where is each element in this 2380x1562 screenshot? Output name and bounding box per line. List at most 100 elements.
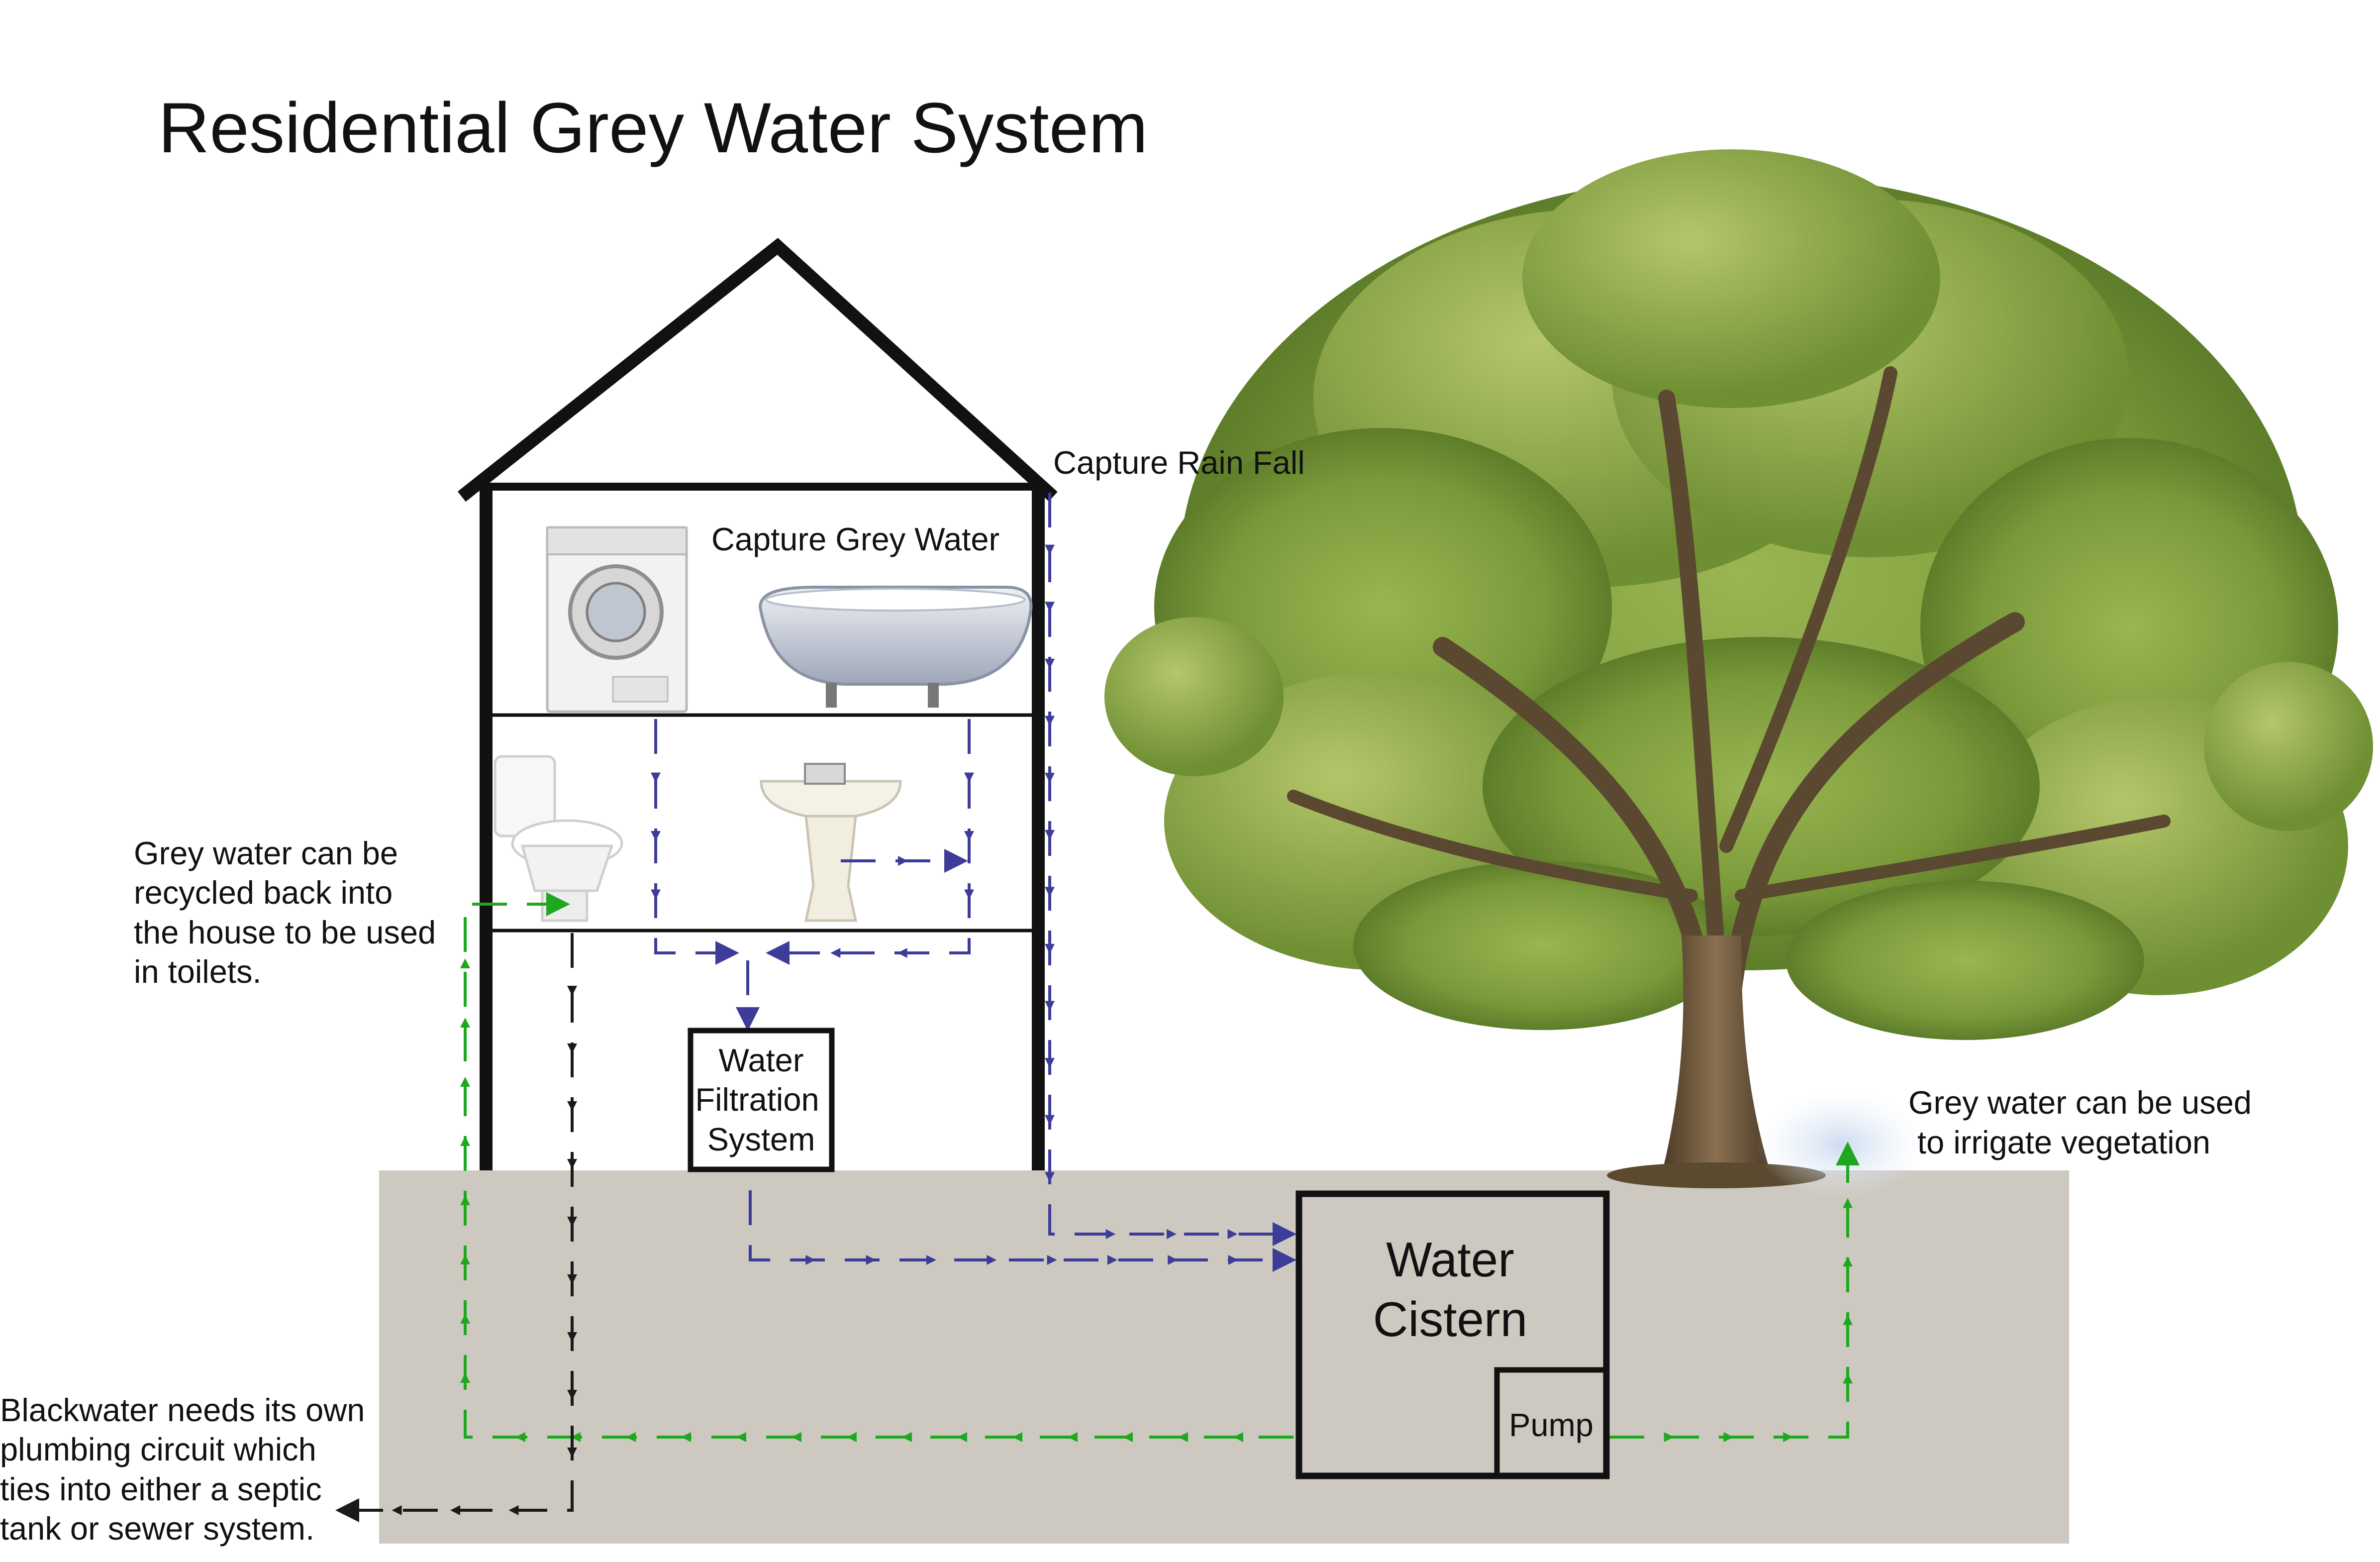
recycle-note-line3: the house to be used — [134, 914, 436, 950]
rain-downspout-flow-arrowhead — [1045, 1172, 1055, 1182]
pump-to-irrigation-flow — [1609, 1142, 1860, 1439]
upper-right-drain-flow-arrowhead — [830, 948, 841, 958]
filtration-to-cistern-flow-arrowhead — [866, 1255, 876, 1265]
recycle-note-line1: Grey water can be — [134, 835, 398, 871]
toilet-sewer-flow-arrowhead — [567, 1217, 577, 1227]
rain-downspout-flow-arrowhead — [1045, 544, 1055, 555]
rain-downspout-flow-arrowhead — [1045, 943, 1055, 954]
capture-grey-label: Capture Grey Water — [711, 521, 999, 557]
toilet-sewer-flow-arrowhead — [508, 1505, 519, 1515]
tree-branches — [1287, 366, 2171, 1005]
upper-left-drain-flow — [654, 719, 739, 965]
filtration-to-cistern-flow-arrowhead — [1047, 1255, 1057, 1265]
cistern-to-toilet-flow-arrowhead — [792, 1432, 801, 1442]
upper-left-drain-flow-arrowhead — [651, 889, 661, 900]
rain-downspout-flow-arrowhead — [1045, 658, 1055, 669]
cistern-to-toilet-flow-arrowhead — [1233, 1432, 1243, 1442]
cistern-to-toilet-flow-arrowhead — [1068, 1432, 1078, 1442]
rain-downspout-flow-arrowhead — [1045, 716, 1055, 726]
ground — [379, 1170, 2069, 1544]
rain-downspout-flow-arrowhead — [1045, 1058, 1055, 1068]
pump-to-irrigation-flow-arrowhead — [1843, 1198, 1853, 1208]
toilet-sewer-flow-arrowhead — [567, 1332, 577, 1342]
recycle-note-line4: in toilets. — [134, 953, 262, 990]
cistern-to-toilet-flow-arrowhead — [626, 1432, 636, 1442]
rain-downspout-flow-arrowhead — [1045, 887, 1055, 897]
upper-right-drain-flow-arrowhead — [964, 831, 974, 841]
irrigation-spray — [1756, 1090, 1925, 1199]
cistern-to-toilet-flow-arrowhead — [460, 1077, 470, 1087]
rain-downspout-flow-arrowhead — [1045, 773, 1055, 783]
pump-box — [1494, 1367, 1609, 1479]
upper-right-drain-flow-arrowhead — [964, 889, 974, 900]
washing-machine-icon — [546, 526, 688, 713]
sink-drain-flow-arrowhead — [898, 856, 908, 866]
upper-right-drain-flow-arrowhead — [897, 948, 907, 958]
filtration-label-line1: Water — [719, 1042, 804, 1078]
filtration-to-cistern-flow-arrowhead — [805, 1255, 816, 1265]
tree-foliage — [1104, 149, 2373, 1040]
filtration-to-cistern-flow — [749, 1190, 1296, 1272]
rain-downspout-flow-arrowhead — [1045, 1115, 1055, 1125]
cistern-to-toilet-flow-arrowhead — [681, 1432, 691, 1442]
toilet-sewer-flow-arrowhead — [567, 986, 577, 996]
recycle-note-line2: recycled back into — [134, 874, 393, 911]
tree — [1104, 149, 2373, 1188]
flow-arrows — [335, 493, 1860, 1522]
pump-to-irrigation-flow-arrowhead — [1723, 1432, 1734, 1442]
cistern-to-toilet-flow-arrowhead — [460, 958, 470, 968]
pump-to-irrigation-flow-arrowhead — [1843, 1256, 1853, 1267]
cistern-to-toilet-flow-arrowhead — [1178, 1432, 1188, 1442]
cistern-to-toilet-flow-arrowhead — [902, 1432, 912, 1442]
upper-right-drain-flow — [766, 719, 971, 965]
toilet-sewer-flow — [335, 933, 574, 1522]
cistern-to-toilet-flow-arrowhead — [460, 1018, 470, 1028]
sink-icon — [760, 763, 902, 922]
rain-downspout-flow-arrowhead — [1167, 1229, 1177, 1239]
cistern-to-toilet-flow-arrowhead — [571, 1432, 581, 1442]
cistern-label-line2: Cistern — [1373, 1292, 1527, 1347]
filtration-to-cistern-flow-arrowhead — [1107, 1255, 1117, 1265]
pump-to-irrigation-flow-arrowhead — [1843, 1315, 1853, 1325]
upper-left-drain-flow-arrowhead — [651, 772, 661, 783]
toilet-sewer-flow-arrowhead — [567, 1043, 577, 1053]
toilet-sewer-flow-arrowhead — [567, 1448, 577, 1458]
cistern-to-toilet-flow — [464, 892, 1293, 1439]
upper-left-drain-flow-arrowhead — [651, 831, 661, 841]
cistern-to-toilet-flow-arrowhead — [460, 1373, 470, 1383]
blackwater-note-line2: plumbing circuit which — [0, 1431, 316, 1467]
cistern-to-toilet-flow-arrowhead — [460, 1314, 470, 1324]
rain-downspout-flow-arrowhead — [1045, 830, 1055, 840]
filtration-to-cistern-flow-arrowhead — [1228, 1255, 1238, 1265]
cistern-to-toilet-flow-arrowhead — [460, 1136, 470, 1146]
cistern-label-line1: Water — [1386, 1232, 1514, 1287]
filtration-label-line2: Filtration — [695, 1081, 819, 1118]
cistern-to-toilet-flow-arrowhead — [957, 1432, 967, 1442]
cistern-to-toilet-flow-arrowhead — [736, 1432, 746, 1442]
filtration-label-line3: System — [707, 1121, 815, 1157]
cistern-to-toilet-flow-arrowhead — [1123, 1432, 1133, 1442]
bathtub-icon — [758, 586, 1033, 708]
rain-downspout-flow-arrowhead — [1045, 1001, 1055, 1011]
blackwater-note-line4: tank or sewer system. — [0, 1510, 314, 1547]
blackwater-note-line1: Blackwater needs its own — [0, 1392, 365, 1428]
toilet-sewer-flow-arrowhead — [567, 1274, 577, 1284]
cistern-to-toilet-flow-arrowhead — [460, 1195, 470, 1205]
toilet-sewer-flow-arrowhead — [567, 1159, 577, 1169]
rain-downspout-flow-arrowhead — [1045, 602, 1055, 612]
filtration-to-cistern-flow-arrowhead — [1168, 1255, 1178, 1265]
house-roof — [457, 237, 1058, 502]
cistern-box — [1295, 1190, 1610, 1479]
cistern-to-toilet-flow-arrowhead — [1012, 1432, 1022, 1442]
diagram-title: Residential Grey Water System — [158, 89, 1148, 168]
cistern-to-toilet-flow-arrowhead — [515, 1432, 525, 1442]
toilet-sewer-flow-arrowhead — [567, 1101, 577, 1111]
pump-to-irrigation-flow-arrowhead — [1783, 1432, 1793, 1442]
upper-right-drain-flow-arrowhead — [964, 772, 974, 783]
filtration-to-cistern-flow-arrowhead — [926, 1255, 936, 1265]
pump-to-irrigation-flow-arrowhead — [1843, 1373, 1853, 1384]
pump-label: Pump — [1509, 1407, 1593, 1443]
toilet-sewer-flow-arrowhead — [392, 1505, 402, 1515]
pump-to-irrigation-flow-arrowhead — [1664, 1432, 1674, 1442]
